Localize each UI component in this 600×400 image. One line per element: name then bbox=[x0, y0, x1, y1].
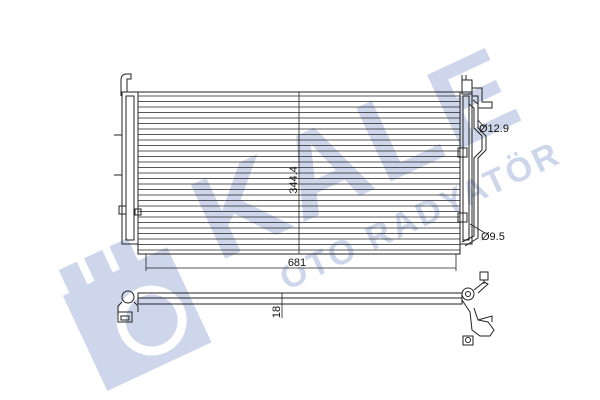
thickness-dimension: 18 bbox=[271, 306, 283, 318]
height-dimension: 344.4 bbox=[288, 166, 300, 194]
width-dimension: 681 bbox=[288, 257, 306, 269]
pipe-diameter-bottom: Ø9.5 bbox=[481, 231, 505, 243]
right-tank bbox=[457, 75, 493, 247]
left-tank bbox=[114, 73, 142, 245]
watermark: KALE OTO RADYATÖR bbox=[58, 20, 567, 391]
pipe-callouts bbox=[469, 119, 486, 234]
condenser-core bbox=[137, 91, 461, 255]
pipe-diameter-top: Ø12.9 bbox=[479, 123, 509, 135]
width-dimension-line bbox=[145, 254, 457, 271]
top-view-profile bbox=[117, 271, 495, 346]
